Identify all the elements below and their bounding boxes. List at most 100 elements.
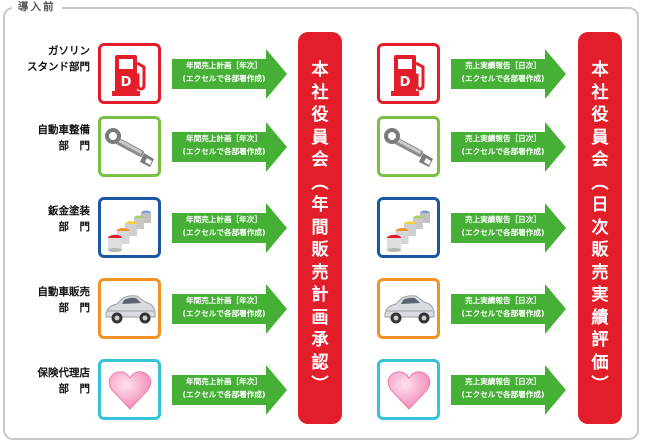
left-flow-arrow-label: 年間売上計画［年次］ (エクセルで各部署作成) <box>175 132 273 158</box>
bar-character: 計 <box>311 285 329 306</box>
bar-character: 間 <box>311 217 329 238</box>
department-label: 鈑金塗装部 門 <box>14 203 90 235</box>
right-flow-arrow: 売上実績報告［日次］ (エクセルで各部署作成) <box>451 203 566 253</box>
arrow-label-line1: 年間売上計画［年次］ <box>186 377 262 386</box>
arrow-label-line2: (エクセルで各部署作成) <box>461 228 545 237</box>
left-flow-arrow: 年間売上計画［年次］ (エクセルで各部署作成) <box>172 122 287 172</box>
arrow-label-line1: 売上実績報告［日次］ <box>465 215 541 224</box>
paint-cans-icon <box>104 203 156 253</box>
department-label-line1: 自動車整備 <box>37 124 91 136</box>
right-flow-arrow-label: 売上実績報告［日次］ (エクセルで各部署作成) <box>454 132 552 158</box>
arrow-label-line2: (エクセルで各部署作成) <box>182 228 266 237</box>
gas-pump-icon: D <box>105 49 155 99</box>
arrow-label-line1: 年間売上計画［年次］ <box>186 296 262 305</box>
bar-character: 評 <box>591 330 609 351</box>
department-label: ガソリンスタンド部門 <box>14 43 90 75</box>
bar-character: ︶ <box>591 375 609 396</box>
bar-character: 会 <box>591 150 609 171</box>
bar-character: 日 <box>591 195 609 216</box>
left-flow-arrow: 年間売上計画［年次］ (エクセルで各部署作成) <box>172 284 287 334</box>
right-flow-arrow-label: 売上実績報告［日次］(エクセルで各部署作成) <box>454 294 552 320</box>
right-flow-arrow: 売上実績報告［日次］ (エクセルで各部署作成) <box>451 365 566 415</box>
bar-character: 員 <box>591 127 609 148</box>
right-flow-arrow-label: 売上実績報告［日次］ (エクセルで各部署作成) <box>454 375 552 401</box>
bar-character: 認 <box>311 352 329 373</box>
left-flow-arrow: 年間売上計画［年次］ (エクセルで各部署作成) <box>172 203 287 253</box>
right-flow-arrow: 売上実績報告［日次］ (エクセルで各部署作成) <box>451 122 566 172</box>
right-flow-arrow-label: 売上実績報告［日次］(エクセルで各部署作成) <box>454 59 552 85</box>
department-label-line1: 保険代理店 <box>37 367 91 379</box>
heart-icon <box>107 369 153 411</box>
left-department-icon-box: D <box>98 43 161 104</box>
department-label: 自動車整備部 門 <box>14 122 91 154</box>
left-flow-arrow-label: 年間売上計画［年次］ (エクセルで各部署作成) <box>175 294 273 320</box>
bar-character: ︶ <box>311 375 329 396</box>
bar-character: 販 <box>311 240 329 261</box>
bar-character: ︵ <box>311 172 329 193</box>
arrow-label-line2: (エクセルで各部署作成) <box>182 74 266 83</box>
bar-character: 次 <box>591 217 609 238</box>
right-department-icon-box <box>377 278 440 339</box>
right-department-icon-box <box>377 116 440 177</box>
left-flow-arrow-label: 年間売上計画［年次］ (エクセルで各部署作成) <box>175 375 273 401</box>
bar-character: 会 <box>311 150 329 171</box>
bar-character: 役 <box>311 105 329 126</box>
arrow-label-line2: (エクセルで各部署作成) <box>182 309 266 318</box>
gas-pump-icon: D <box>384 49 434 99</box>
department-label-line1: ガソリン <box>48 45 90 57</box>
section-legend: 導入前 <box>12 0 62 14</box>
arrow-label-line2: (エクセルで各部署作成) <box>182 147 266 156</box>
department-label-line2: 部 門 <box>58 302 91 314</box>
bar-character: 売 <box>591 262 609 283</box>
department-label-line1: 自動車販売 <box>37 286 91 298</box>
bar-character: 販 <box>591 240 609 261</box>
board-meeting-annual-approval-bar: 本社役員会︵年間販売計画承認︶ <box>298 32 342 424</box>
bar-character: 本 <box>591 60 609 81</box>
paint-cans-icon <box>383 203 435 253</box>
left-department-icon-box <box>98 116 161 177</box>
left-flow-arrow: 年間売上計画［年次］ (エクセルで各部署作成) <box>172 365 287 415</box>
arrow-label-line2: (エクセルで各部署作成) <box>182 390 266 399</box>
department-label-line1: 鈑金塗装 <box>48 205 90 217</box>
arrow-label-line1: 年間売上計画［年次］ <box>186 215 262 224</box>
department-label-line2: 部 門 <box>58 221 91 233</box>
bar-character: 実 <box>591 285 609 306</box>
arrow-label-line1: 売上実績報告［日次］ <box>465 134 541 143</box>
car-icon <box>103 292 157 326</box>
svg-text:D: D <box>120 75 131 90</box>
left-flow-arrow: 年間売上計画［年次］(エクセルで各部署作成) <box>172 49 287 99</box>
arrow-label-line2: (エクセルで各部署作成) <box>461 147 545 156</box>
arrow-label-line2: (エクセルで各部署作成) <box>461 390 545 399</box>
left-department-icon-box <box>98 278 161 339</box>
bar-character: 画 <box>311 307 329 328</box>
car-icon <box>382 292 436 326</box>
arrow-label-line1: 売上実績報告［日次］ <box>465 377 541 386</box>
department-label: 自動車販売部 門 <box>14 284 91 316</box>
left-department-icon-box <box>98 359 161 420</box>
right-flow-arrow-label: 売上実績報告［日次］ (エクセルで各部署作成) <box>454 213 552 239</box>
bar-character: 員 <box>311 127 329 148</box>
bar-character: 年 <box>311 195 329 216</box>
arrow-label-line1: 売上実績報告［日次］ <box>465 61 541 70</box>
arrow-label-line1: 売上実績報告［日次］ <box>465 296 541 305</box>
arrow-label-line1: 年間売上計画［年次］ <box>186 134 262 143</box>
bar-character: 績 <box>591 307 609 328</box>
bar-character: 承 <box>311 330 329 351</box>
outer-frame <box>3 7 639 440</box>
wrench-icon <box>383 125 435 169</box>
department-label-line2: 部 門 <box>58 140 91 152</box>
right-flow-arrow: 売上実績報告［日次］(エクセルで各部署作成) <box>451 284 566 334</box>
bar-character: 社 <box>591 82 609 103</box>
right-department-icon-box: D <box>377 43 440 104</box>
bar-character: 社 <box>311 82 329 103</box>
board-meeting-daily-evaluation-bar: 本社役員会︵日次販売実績評価︶ <box>578 32 622 424</box>
left-flow-arrow-label: 年間売上計画［年次］(エクセルで各部署作成) <box>175 59 273 85</box>
bar-character: 価 <box>591 352 609 373</box>
svg-text:D: D <box>399 75 410 90</box>
right-flow-arrow: 売上実績報告［日次］(エクセルで各部署作成) <box>451 49 566 99</box>
bar-character: 売 <box>311 262 329 283</box>
left-department-icon-box <box>98 197 161 258</box>
bar-character: 役 <box>591 105 609 126</box>
department-label: 保険代理店部 門 <box>14 365 91 397</box>
right-department-icon-box <box>377 359 440 420</box>
